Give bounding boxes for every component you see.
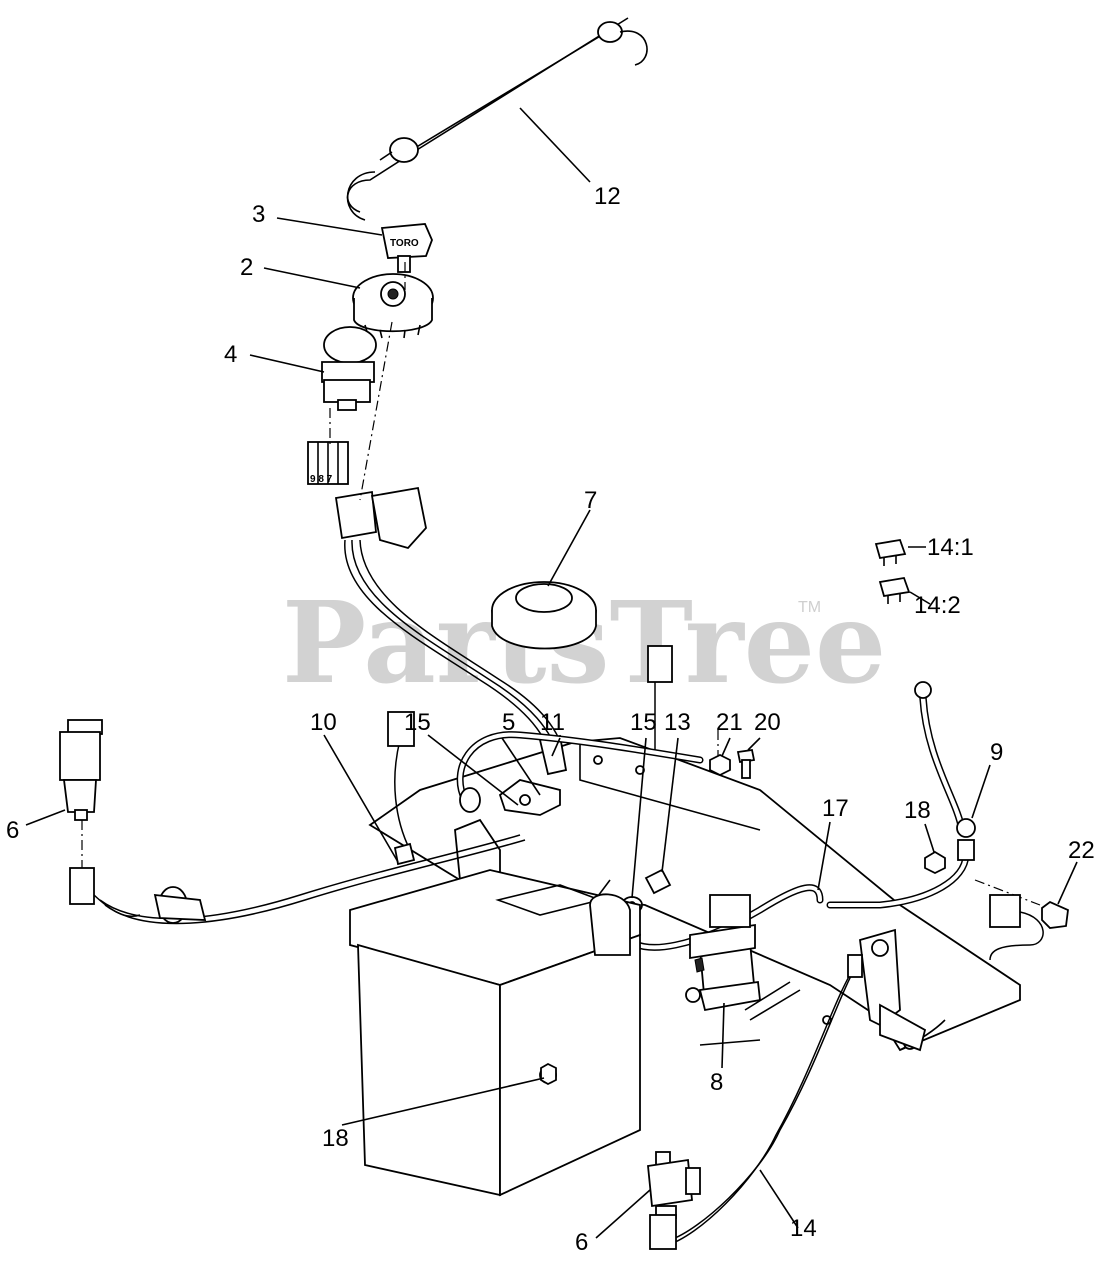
part-22-bolt [1041, 900, 1069, 929]
harness-connector-987: 9 8 7 [307, 441, 349, 485]
part-7-cap [491, 581, 597, 650]
part-14-fuses [874, 538, 911, 604]
callout-17: 17 [822, 795, 849, 822]
battery [349, 869, 641, 1197]
part-8-solenoid [685, 894, 761, 1012]
part-13-sensor [644, 868, 672, 895]
part-14-cable [664, 954, 863, 1247]
connector-stamp: 9 8 7 [310, 474, 333, 485]
battery-hold-bracket [454, 818, 501, 882]
callout-15-left: 15 [404, 709, 431, 736]
callout-14: 14 [790, 1215, 817, 1242]
part-18-nut-right [924, 850, 946, 875]
right-connector-switch [989, 894, 1044, 961]
part-6-switch-bottom [647, 1151, 701, 1219]
callout-15-center: 15 [630, 709, 657, 736]
callout-13: 13 [664, 709, 691, 736]
battery-cable-positive [456, 731, 704, 813]
part-6-switch-left [59, 719, 103, 821]
part-17-cable [621, 884, 824, 951]
callout-11: 11 [540, 709, 565, 736]
part-12-cable [346, 17, 648, 221]
callout-22: 22 [1068, 837, 1095, 864]
part-4-pto-switch [321, 326, 377, 411]
leader-lines [25, 107, 1078, 1239]
part-5-clamp [498, 779, 561, 816]
harness-plugs [334, 486, 427, 550]
callout-6-left: 6 [6, 817, 19, 844]
callout-18-right: 18 [904, 797, 931, 824]
callout-7: 7 [584, 487, 597, 514]
part-6-plug-left [69, 867, 141, 917]
callout-8: 8 [710, 1069, 723, 1096]
frame-mount-bracket [859, 928, 927, 1052]
callout-18-battery: 18 [322, 1125, 349, 1152]
callout-labels: 12 3 2 4 7 14:1 14:2 10 15 5 11 15 13 21… [6, 183, 1095, 1256]
part-9-ground-cable [826, 681, 976, 909]
part-10-harness-left [99, 711, 526, 925]
callout-2: 2 [240, 254, 253, 281]
part-6-plug-bottom [649, 1214, 677, 1250]
callout-12: 12 [594, 183, 621, 210]
callout-9: 9 [990, 739, 1003, 766]
part-2-ignition-switch [352, 273, 434, 339]
part-21-nut [709, 753, 731, 777]
key-stamp: TORO [390, 238, 419, 249]
callout-21: 21 [716, 709, 743, 736]
callout-6-bottom: 6 [575, 1229, 588, 1256]
callout-20: 20 [754, 709, 781, 736]
callout-14-1: 14:1 [927, 534, 974, 561]
part-3-key: TORO [380, 223, 433, 273]
callout-4: 4 [224, 341, 237, 368]
callout-14-2: 14:2 [914, 592, 961, 619]
watermark-trademark: TM [798, 599, 821, 616]
callout-3: 3 [252, 201, 265, 228]
callout-10: 10 [310, 709, 337, 736]
part-18-nut-battery [540, 1062, 557, 1086]
callout-5: 5 [502, 709, 515, 736]
part-20-bolt [736, 748, 756, 779]
